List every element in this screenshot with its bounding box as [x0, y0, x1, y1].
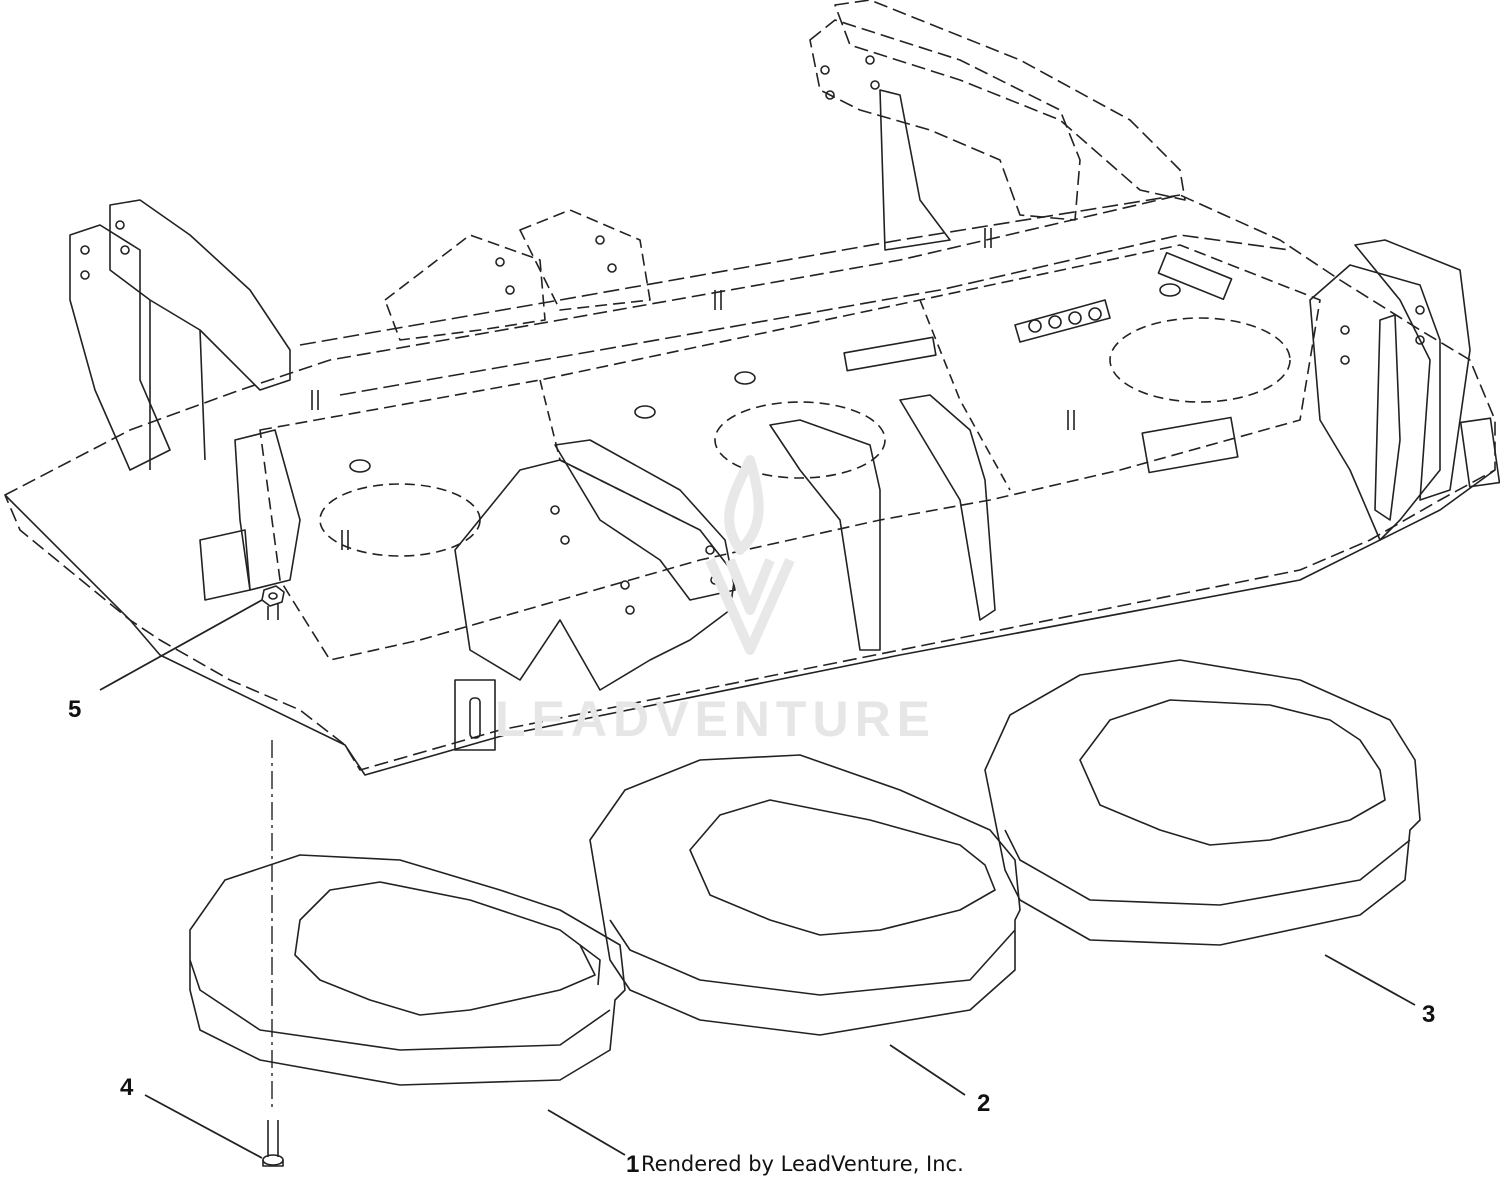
screw-part-4 [262, 1120, 284, 1167]
leader-line-4 [144, 1094, 263, 1159]
leader-line-5 [99, 599, 263, 691]
callout-2: 2 [977, 1090, 991, 1117]
leader-line-1 [547, 1109, 626, 1156]
leader-line-2 [889, 1044, 966, 1096]
baffle-part-3 [984, 659, 1421, 946]
nut-part-5 [261, 585, 285, 620]
rear-middle-brackets [384, 209, 651, 341]
right-rear-brackets [809, 0, 1186, 251]
callout-3: 3 [1422, 1001, 1436, 1028]
callout-5: 5 [68, 696, 82, 723]
leadventure-logo-watermark [705, 455, 795, 655]
leadventure-watermark: LEADVENTURE [495, 691, 937, 747]
front-center-brackets [454, 394, 996, 751]
baffle-part-2 [589, 754, 1021, 1036]
leader-line-3 [1324, 954, 1416, 1006]
right-side-brackets [1309, 239, 1500, 541]
left-mount-brackets [69, 199, 301, 601]
baffle-part-1 [189, 854, 626, 1086]
leader-lines [99, 599, 1416, 1159]
render-credit: Rendered by LeadVenture, Inc. [641, 1152, 964, 1176]
callout-4: 4 [120, 1074, 134, 1101]
callout-1: 1 [626, 1151, 640, 1178]
